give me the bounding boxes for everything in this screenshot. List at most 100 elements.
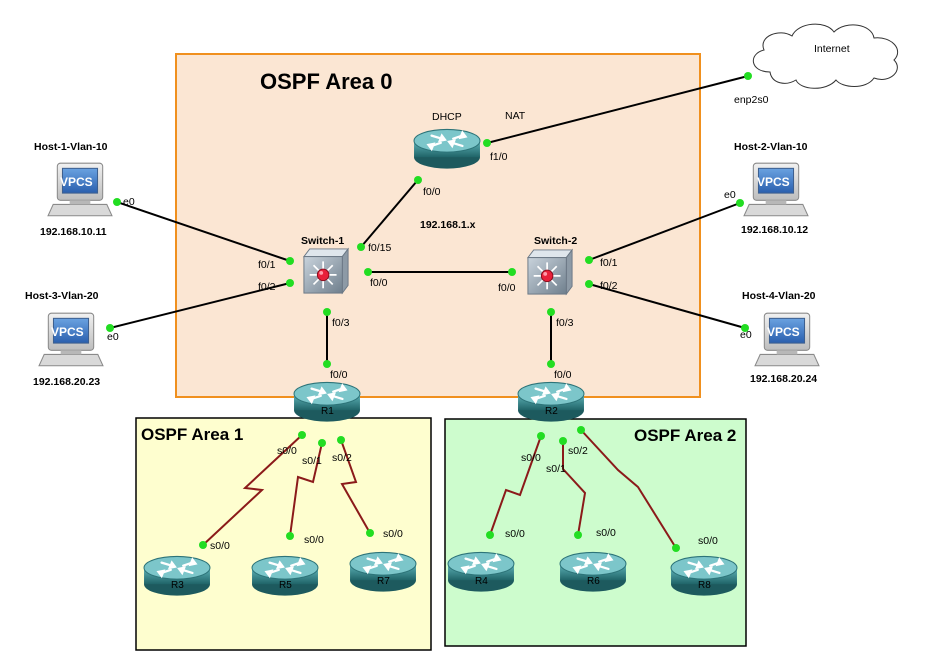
switch-1-name: Switch-1 bbox=[301, 235, 344, 247]
r4-if: s0/0 bbox=[505, 528, 525, 540]
host-1-if: e0 bbox=[123, 196, 135, 208]
r1-if-s0-1: s0/1 bbox=[302, 455, 322, 467]
link-host1-switch1[interactable] bbox=[116, 201, 291, 262]
port-dot bbox=[318, 439, 326, 447]
port-dot bbox=[574, 531, 582, 539]
link-nat-internet[interactable] bbox=[486, 75, 749, 144]
sw2-if-f0-1: f0/1 bbox=[600, 257, 618, 269]
serial-r1-r5[interactable] bbox=[289, 442, 323, 537]
host-1[interactable]: VPCS bbox=[47, 162, 113, 217]
subnet-label: 192.168.1.x bbox=[420, 219, 476, 231]
nat-if-f1-0: f1/0 bbox=[490, 151, 508, 163]
host-4-name: Host-4-Vlan-20 bbox=[742, 290, 816, 302]
serial-r2-r6[interactable] bbox=[562, 441, 587, 536]
serial-r2-r8[interactable] bbox=[580, 429, 677, 549]
link-host3-switch1[interactable] bbox=[109, 282, 291, 329]
sw2-if-f0-2: f0/2 bbox=[600, 280, 618, 292]
sw2-if-f0-0: f0/0 bbox=[498, 282, 516, 294]
host-1-ip: 192.168.10.11 bbox=[40, 226, 107, 238]
port-dot bbox=[508, 268, 516, 276]
port-dot bbox=[736, 199, 744, 207]
port-dot bbox=[357, 243, 365, 251]
host-3[interactable]: VPCS bbox=[38, 312, 104, 367]
port-dot bbox=[414, 176, 422, 184]
switch-2-icon[interactable] bbox=[527, 249, 573, 295]
port-dot bbox=[537, 432, 545, 440]
switch-2-name: Switch-2 bbox=[534, 235, 577, 247]
host-4-ip: 192.168.20.24 bbox=[750, 373, 817, 385]
port-dot bbox=[286, 279, 294, 287]
sw1-if-f0-3: f0/3 bbox=[332, 317, 350, 329]
nat-label: NAT bbox=[505, 110, 526, 122]
sw1-if-f0-0: f0/0 bbox=[370, 277, 388, 289]
port-dot bbox=[577, 426, 585, 434]
host-2-ip: 192.168.10.12 bbox=[741, 224, 808, 236]
r7-name: R7 bbox=[377, 576, 390, 587]
enp2s0-label: enp2s0 bbox=[734, 94, 769, 106]
sw2-if-f0-3: f0/3 bbox=[556, 317, 574, 329]
port-dot bbox=[199, 541, 207, 549]
host-4-badge: VPCS bbox=[767, 325, 800, 339]
port-dot bbox=[486, 531, 494, 539]
dhcp-label: DHCP bbox=[432, 111, 462, 123]
r8-if: s0/0 bbox=[698, 535, 718, 547]
nat-if-f0-0: f0/0 bbox=[423, 186, 441, 198]
r2-if-s0-2: s0/2 bbox=[568, 445, 588, 457]
port-dot bbox=[559, 437, 567, 445]
port-dot bbox=[286, 257, 294, 265]
host-3-pc-icon bbox=[38, 312, 104, 367]
r3-name: R3 bbox=[171, 580, 184, 591]
internet-cloud[interactable]: Internet bbox=[753, 23, 899, 89]
host-2-badge: VPCS bbox=[757, 175, 790, 189]
internet-label: Internet bbox=[814, 43, 850, 55]
r1-if-s0-0: s0/0 bbox=[277, 445, 297, 457]
link-nat-switch1[interactable] bbox=[360, 180, 418, 248]
port-dot bbox=[323, 360, 331, 368]
host-3-badge: VPCS bbox=[51, 325, 84, 339]
host-1-badge: VPCS bbox=[60, 175, 93, 189]
host-3-name: Host-3-Vlan-20 bbox=[25, 290, 99, 302]
port-dot bbox=[585, 256, 593, 264]
port-dot bbox=[672, 544, 680, 552]
port-dot bbox=[741, 324, 749, 332]
r2-if-f0-0: f0/0 bbox=[554, 369, 572, 381]
r2-if-s0-1: s0/1 bbox=[546, 463, 566, 475]
host-1-name: Host-1-Vlan-10 bbox=[34, 141, 108, 153]
sw1-if-f0-2: f0/2 bbox=[258, 281, 276, 293]
r1-name: R1 bbox=[321, 406, 334, 417]
serial-r2-r4[interactable] bbox=[489, 435, 542, 536]
host-2-pc-icon bbox=[743, 162, 809, 217]
serial-r1-r3[interactable] bbox=[202, 434, 303, 546]
port-dot bbox=[323, 308, 331, 316]
link-switch2-host4[interactable] bbox=[588, 283, 746, 329]
area-1-title: OSPF Area 1 bbox=[141, 425, 243, 444]
port-dot bbox=[298, 431, 306, 439]
r8-name: R8 bbox=[698, 580, 711, 591]
link-switch2-host2[interactable] bbox=[588, 202, 741, 261]
port-dots bbox=[106, 72, 752, 552]
port-dot bbox=[483, 139, 491, 147]
port-dot bbox=[337, 436, 345, 444]
r2-name: R2 bbox=[545, 406, 558, 417]
port-dot bbox=[113, 198, 121, 206]
r6-name: R6 bbox=[587, 576, 600, 587]
port-dot bbox=[106, 324, 114, 332]
r3-if: s0/0 bbox=[210, 540, 230, 552]
serial-r1-r7[interactable] bbox=[340, 439, 371, 534]
host-4-if: e0 bbox=[740, 329, 752, 341]
area-0-title: OSPF Area 0 bbox=[260, 69, 392, 94]
host-4[interactable]: VPCS bbox=[754, 312, 820, 367]
port-dot bbox=[744, 72, 752, 80]
nat-router-icon[interactable] bbox=[413, 128, 481, 170]
port-dot bbox=[364, 268, 372, 276]
port-dot bbox=[366, 529, 374, 537]
host-2[interactable]: VPCS bbox=[743, 162, 809, 217]
host-3-ip: 192.168.20.23 bbox=[33, 376, 100, 388]
host-2-if: e0 bbox=[724, 189, 736, 201]
r6-if: s0/0 bbox=[596, 527, 616, 539]
host-1-pc-icon bbox=[47, 162, 113, 217]
switch-1-icon[interactable] bbox=[303, 248, 349, 294]
ospf-area-1-box bbox=[135, 417, 432, 651]
r5-name: R5 bbox=[279, 580, 292, 591]
